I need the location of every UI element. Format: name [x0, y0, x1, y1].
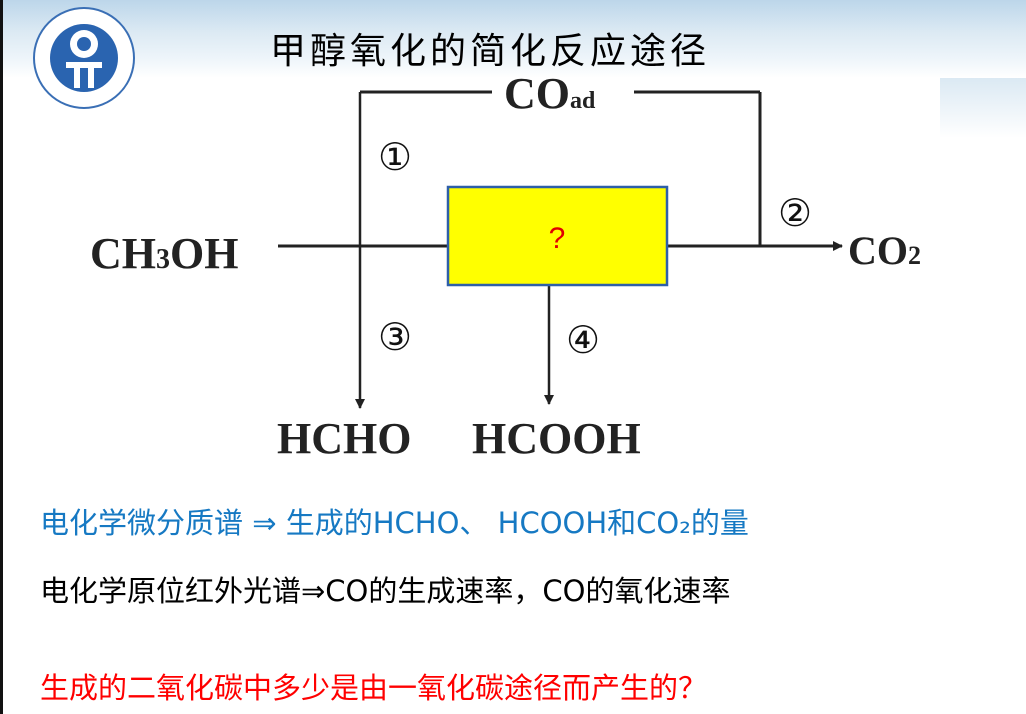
pathway-2-label: ② [778, 191, 812, 235]
university-logo [33, 7, 135, 109]
unknown-intermediate-box [446, 185, 669, 287]
sky-background [0, 0, 1026, 78]
note-mass-spectrometry: 电化学微分质谱 ⇒ 生成的HCHO、 HCOOH和CO₂的量 [40, 506, 749, 540]
pathway-1-label: ① [378, 135, 412, 179]
slide-edge [0, 0, 3, 714]
pathway-3-label: ③ [378, 315, 412, 359]
question-mark: ? [549, 222, 566, 255]
slide-title: 甲醇氧化的简化反应途径 [270, 31, 711, 72]
reaction-diagram: ? COad CH3OH CO2 HCHO HCOOH ① ② ③ ④ [90, 69, 921, 463]
hcho-label: HCHO [277, 414, 411, 463]
sky-background-right [940, 78, 1026, 138]
co2-label: CO2 [848, 228, 921, 273]
hcooh-label: HCOOH [472, 414, 641, 463]
ch3oh-label: CH3OH [90, 229, 238, 278]
coad-label: COad [504, 69, 596, 118]
pathway-4-label: ④ [566, 318, 600, 362]
note-infrared-spectroscopy: 电化学原位红外光谱⇒CO的生成速率，CO的氧化速率 [40, 574, 731, 608]
note-question: 生成的二氧化碳中多少是由一氧化碳途径而产生的？ [40, 671, 708, 705]
